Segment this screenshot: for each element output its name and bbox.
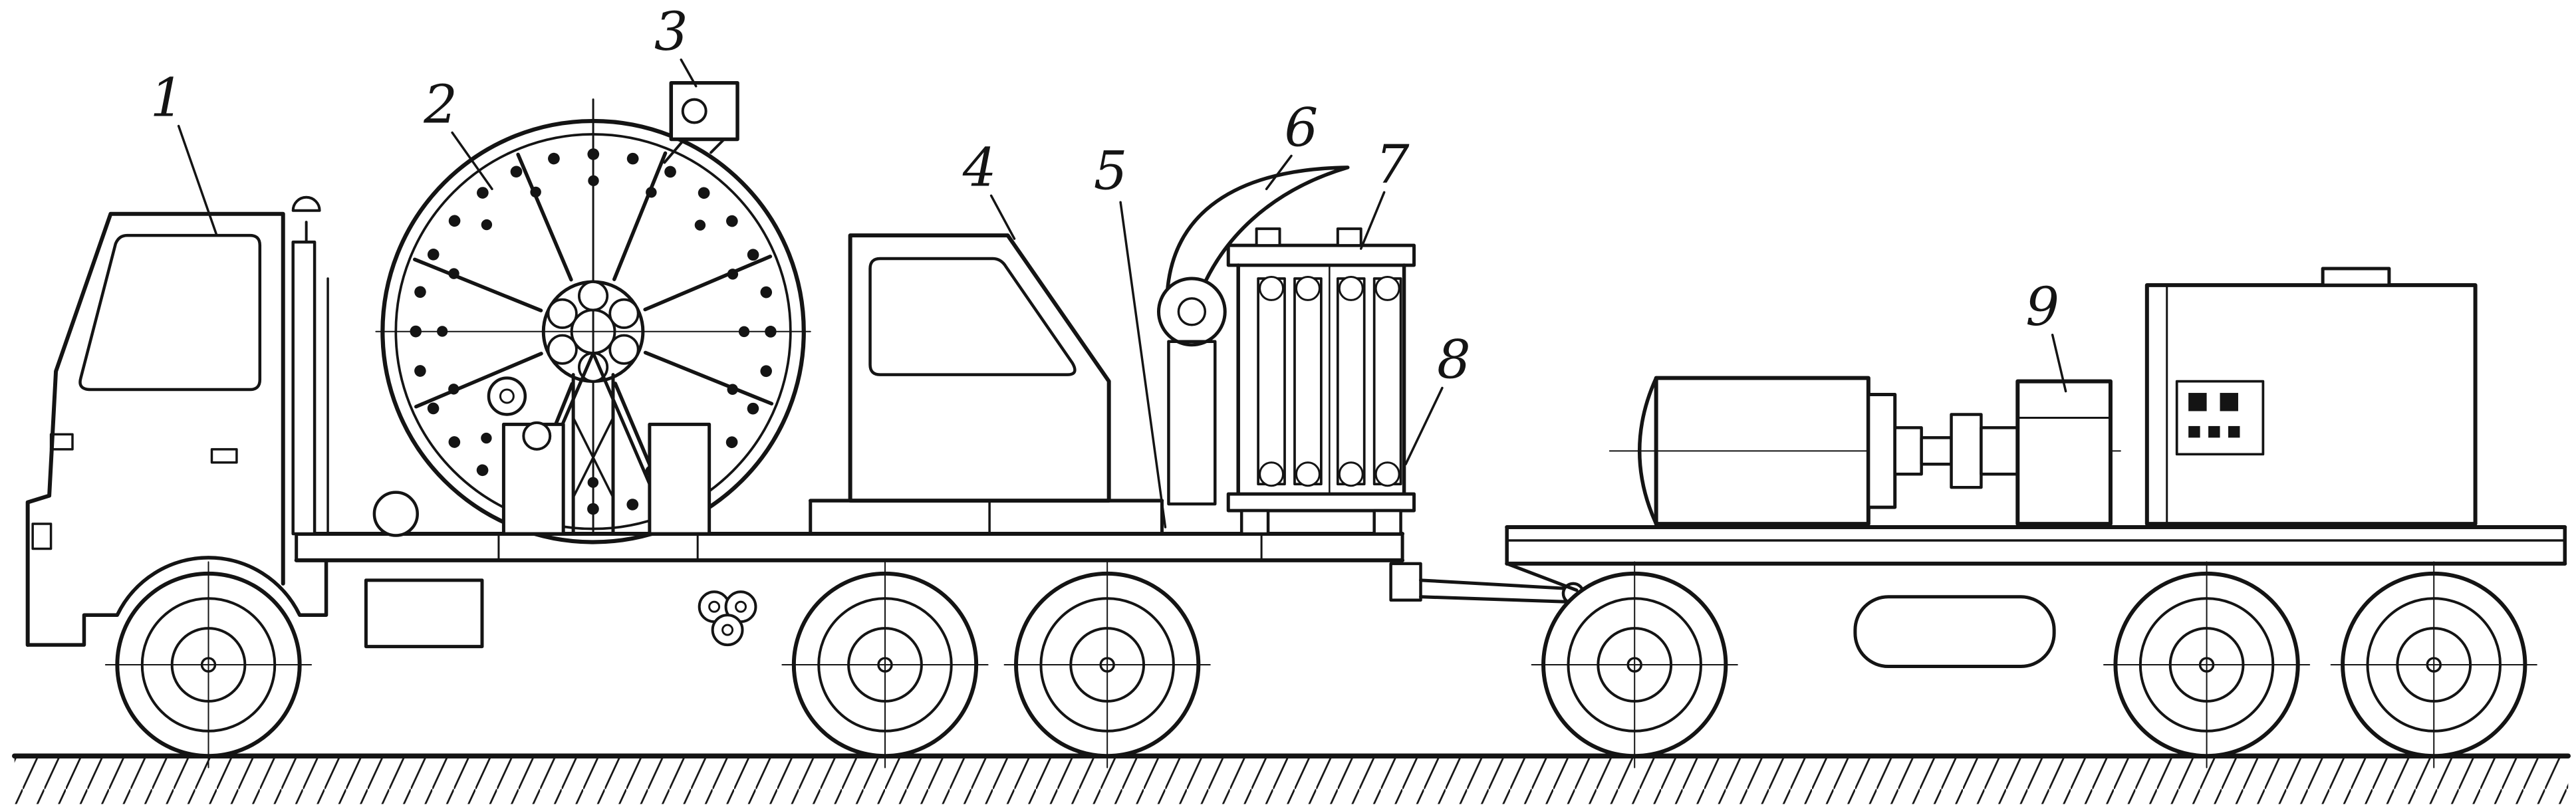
cab-rear-drum	[372, 491, 419, 537]
callout-6: 6	[1265, 96, 1319, 191]
callouts: 1 2 3 4 5 6 7 8	[150, 1, 2067, 528]
callout-5-label: 5	[1094, 140, 1128, 201]
truck-rear-wheel-2	[1003, 561, 1211, 768]
cable-roller-cluster	[698, 590, 757, 647]
callout-4: 4	[962, 136, 1016, 240]
operator-cabin	[848, 233, 1111, 503]
callout-8-label: 8	[1437, 329, 1471, 391]
guide-horn	[1165, 166, 1350, 314]
callout-7: 7	[1359, 133, 1410, 250]
control-panel	[2175, 380, 2265, 456]
electric-motor	[1609, 376, 2121, 526]
truck-cab	[25, 195, 329, 647]
trailer-frame	[1505, 525, 2567, 669]
cable-reel	[375, 98, 811, 544]
exhaust-stack	[291, 240, 317, 536]
callout-9-label: 9	[2025, 276, 2059, 338]
callout-2-label: 2	[423, 74, 457, 136]
callout-3-label: 3	[654, 1, 688, 62]
toolbox	[364, 578, 484, 649]
callout-4-leader	[989, 194, 1016, 240]
front-lamp	[31, 522, 53, 550]
cab-window	[78, 233, 262, 392]
callout-1-label: 1	[150, 67, 184, 129]
coupling	[1950, 413, 1983, 489]
control-cabinet	[2144, 267, 2478, 526]
callout-3-leader	[680, 58, 698, 88]
callout-6-label: 6	[1285, 96, 1319, 158]
reel-stand	[487, 351, 711, 536]
drawbar	[1389, 562, 1585, 606]
guide-sheave	[487, 376, 527, 416]
rim-holes-inner	[437, 175, 750, 488]
callout-5-leader	[1119, 201, 1167, 528]
callout-2: 2	[423, 74, 493, 191]
door-handle	[210, 448, 238, 464]
trailer-wheel-2	[2103, 561, 2311, 768]
ground	[11, 753, 2571, 804]
callout-9: 9	[2025, 276, 2067, 393]
callout-8-leader	[1404, 386, 1444, 466]
callout-7-leader	[1359, 191, 1386, 250]
guide-wheel	[1156, 277, 1227, 347]
cable-injector	[1156, 166, 1416, 536]
callout-3: 3	[654, 1, 698, 88]
trailer-wheel-3	[2330, 561, 2537, 768]
truck-front-wheel	[104, 561, 313, 768]
beacon-light	[291, 195, 321, 212]
callout-5: 5	[1094, 140, 1167, 528]
callout-4-label: 4	[962, 136, 997, 198]
pump-unit	[2015, 379, 2113, 526]
callout-1-leader	[177, 124, 218, 237]
callout-6-leader	[1265, 154, 1293, 191]
rim-holes-outer	[410, 148, 777, 515]
truck-frame	[294, 491, 1405, 649]
callout-1: 1	[150, 67, 218, 237]
callout-2-leader	[451, 131, 493, 191]
callout-7-label: 7	[1376, 133, 1410, 195]
reel-top-box	[663, 80, 739, 164]
motor-shaft	[1893, 426, 1923, 476]
truck-rear-wheel-1	[781, 561, 989, 768]
cabin-window	[868, 257, 1077, 376]
callout-9-leader	[2051, 334, 2067, 393]
trailer-wheel-1	[1531, 561, 1738, 768]
fuel-tank	[1853, 595, 2056, 669]
callout-8: 8	[1404, 329, 1471, 466]
cabinet-top-hatch	[2321, 267, 2391, 287]
